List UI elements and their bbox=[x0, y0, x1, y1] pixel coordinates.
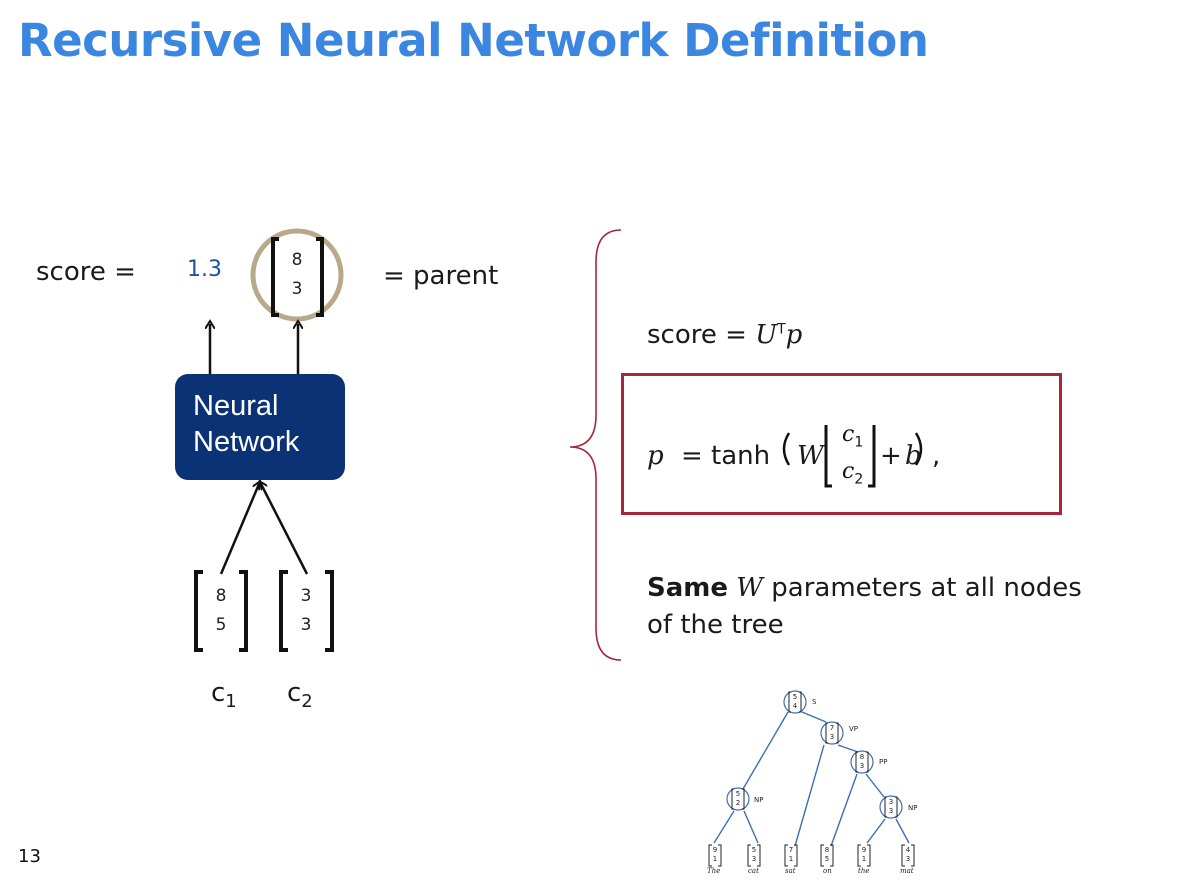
neural-network-box: Neural Network bbox=[175, 374, 345, 480]
tree-node-label: NP bbox=[754, 796, 764, 804]
child1-bracket-right bbox=[239, 570, 248, 652]
formula-c1: c1 bbox=[842, 422, 864, 451]
formula-p: p bbox=[647, 441, 664, 471]
child2-vector-value: 3 bbox=[300, 615, 312, 635]
child2-vector-value: 3 bbox=[300, 586, 312, 606]
tree-leaf-word: on bbox=[823, 867, 832, 875]
curly-brace bbox=[569, 229, 622, 661]
formula-brackets bbox=[782, 425, 923, 488]
parent-bracket-right bbox=[316, 237, 324, 317]
formula-c2: c2 bbox=[842, 459, 864, 488]
parent-vector: 8 3 bbox=[284, 246, 310, 304]
child2-label: c2 bbox=[287, 678, 313, 713]
tree-node-label: NP bbox=[908, 804, 918, 812]
tree-leaf-word: sat bbox=[785, 867, 796, 875]
score-equation: score = UTp bbox=[647, 320, 803, 350]
child2-bracket-left bbox=[279, 570, 288, 652]
parent-label: = parent bbox=[383, 261, 499, 291]
child1-label: c1 bbox=[211, 678, 237, 713]
network-label-line1: Neural bbox=[193, 390, 279, 422]
child2-vector: 3 3 bbox=[293, 582, 319, 640]
tree-leaf-word: mat bbox=[900, 867, 914, 875]
network-label-line2: Network bbox=[193, 426, 300, 458]
tree-leaf-word: the bbox=[858, 867, 870, 875]
slide-title: Recursive Neural Network Definition bbox=[18, 14, 929, 67]
child2-arrow bbox=[261, 484, 309, 575]
score-label: score = bbox=[36, 257, 136, 287]
formula-b: b bbox=[905, 441, 922, 471]
child1-vector-value: 8 bbox=[215, 586, 227, 606]
score-value: 1.3 bbox=[187, 257, 222, 282]
tree-leaf-word: The bbox=[707, 867, 721, 875]
formula-comma: , bbox=[932, 441, 941, 471]
note-text: Same W parameters at all nodes of the tr… bbox=[647, 573, 1082, 640]
child1-arrow bbox=[219, 484, 259, 575]
parent-bracket-left bbox=[271, 237, 279, 317]
formula-box bbox=[621, 373, 1062, 515]
formula-plus: + bbox=[880, 441, 902, 471]
formula-children-vector: c1 c2 bbox=[842, 420, 863, 495]
formula-W: W bbox=[797, 441, 824, 471]
parent-vector-value: 3 bbox=[291, 279, 303, 299]
tree-node-label: VP bbox=[849, 725, 859, 733]
child1-vector: 8 5 bbox=[208, 582, 234, 640]
child1-bracket-left bbox=[194, 570, 203, 652]
formula-eq-tanh: = tanh bbox=[681, 441, 771, 471]
tree-node-label: S bbox=[812, 698, 817, 706]
child2-bracket-right bbox=[325, 570, 334, 652]
tree-leaf-word: cat bbox=[748, 867, 759, 875]
page-number: 13 bbox=[18, 846, 41, 867]
tree-node-label: PP bbox=[879, 758, 888, 766]
parent-vector-value: 8 bbox=[291, 250, 303, 270]
child1-vector-value: 5 bbox=[215, 615, 227, 635]
parent-node-circle bbox=[250, 228, 344, 322]
